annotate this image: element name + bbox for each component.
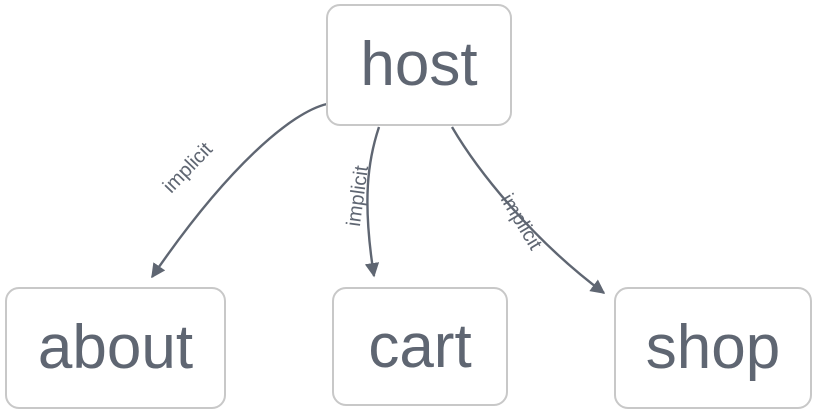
edge-host-shop xyxy=(450,126,606,294)
edge-host-about xyxy=(151,102,328,279)
edge-host-cart xyxy=(364,126,381,278)
node-about[interactable]: about xyxy=(5,287,226,409)
node-shop[interactable]: shop xyxy=(614,287,812,409)
node-cart[interactable]: cart xyxy=(332,287,508,406)
node-cart-label: cart xyxy=(368,311,472,381)
node-host[interactable]: host xyxy=(326,4,512,126)
node-about-label: about xyxy=(37,313,194,382)
node-host-label: host xyxy=(360,30,478,99)
node-shop-label: shop xyxy=(645,313,781,382)
